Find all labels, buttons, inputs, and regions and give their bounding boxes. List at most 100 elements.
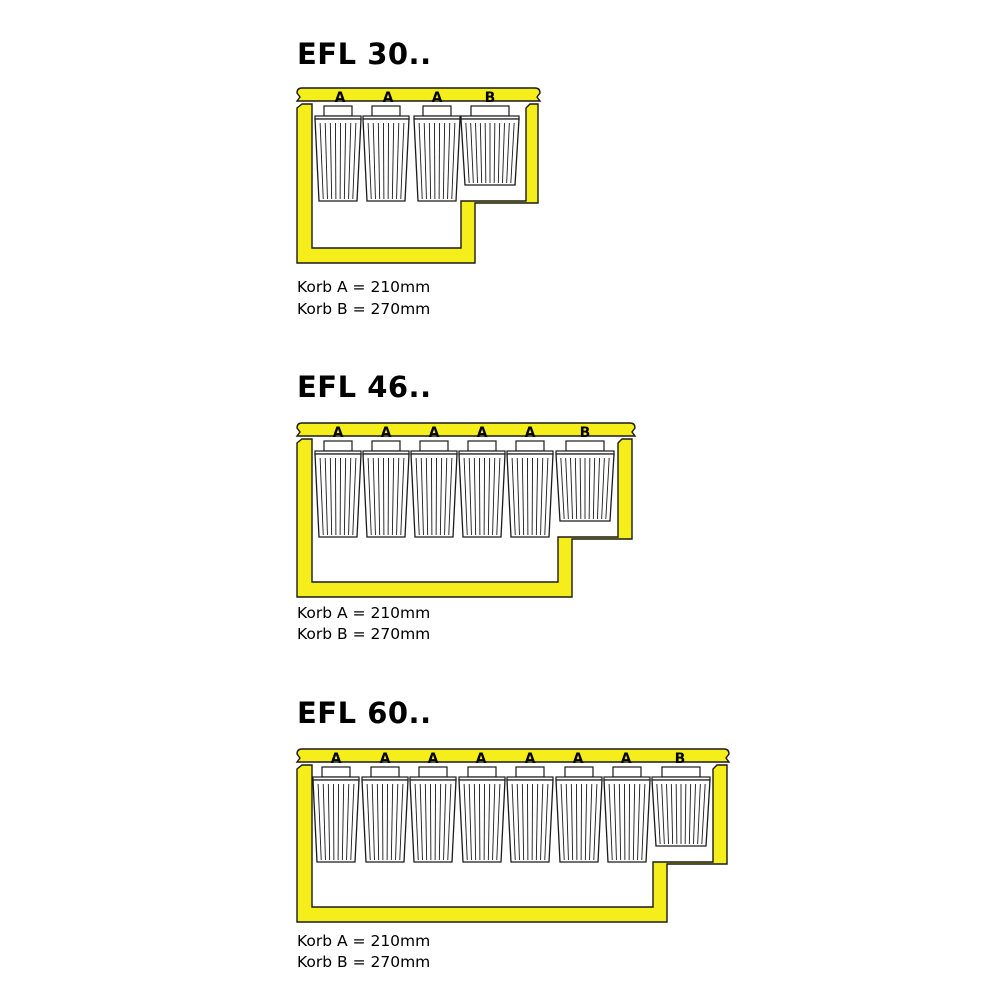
basket-rib — [597, 457, 600, 520]
basket-rib — [605, 457, 610, 520]
basket-rib — [540, 457, 544, 536]
basket-label: B — [485, 90, 496, 106]
basket-rib — [396, 122, 400, 200]
basket-rib — [415, 457, 420, 536]
basket-rib — [565, 457, 569, 520]
basket-rib — [341, 783, 345, 861]
basket-a — [410, 440, 458, 538]
basket-rib — [414, 783, 419, 861]
basket-rib — [324, 457, 328, 536]
basket-label: A — [621, 751, 632, 767]
basket-rib — [439, 457, 443, 536]
basket-a — [458, 440, 506, 538]
basket-a — [362, 105, 410, 202]
basket-rib — [372, 457, 376, 536]
basket-handle — [321, 766, 351, 778]
basket-rib — [484, 122, 487, 184]
basket-rib — [516, 783, 520, 861]
basket-label: A — [428, 751, 439, 767]
basket-handle — [418, 766, 448, 778]
basket-label: A — [525, 751, 536, 767]
basket-a — [314, 105, 362, 202]
basket-rib — [637, 783, 641, 861]
top-shelf-bar — [295, 748, 731, 763]
basket-rib — [613, 783, 617, 861]
basket-rib — [579, 457, 582, 520]
basket-rib — [510, 122, 515, 184]
basket-rib — [560, 457, 565, 520]
basket-rib — [492, 783, 496, 861]
basket-label: A — [383, 90, 394, 106]
basket-label: A — [476, 751, 487, 767]
basket-rib — [697, 783, 701, 845]
basket-rib — [544, 457, 549, 536]
basket-rib — [329, 122, 333, 200]
basket-rib — [348, 122, 352, 200]
basket-rib — [675, 783, 678, 845]
basket-rib — [570, 783, 574, 861]
basket-rib — [424, 783, 428, 861]
basket-rib — [399, 783, 404, 861]
basket-rib — [448, 457, 453, 536]
basket-rib — [470, 122, 474, 184]
basket-rib — [348, 457, 352, 536]
legend-line-a: Korb A = 210mm — [297, 932, 431, 950]
basket-rib — [584, 783, 588, 861]
basket-rib — [391, 122, 395, 200]
basket-a — [603, 766, 651, 863]
basket-handle — [370, 766, 400, 778]
basket-rib — [390, 783, 394, 861]
basket-rib — [511, 783, 516, 861]
basket-rib — [396, 457, 400, 536]
basket-a — [555, 766, 603, 863]
section-title: EFL 46.. — [297, 370, 432, 404]
basket-rib — [468, 457, 472, 536]
legend-line-b: Korb B = 270mm — [297, 953, 431, 971]
basket-label: A — [429, 425, 440, 441]
basket-a — [458, 766, 506, 863]
basket-rib — [319, 122, 324, 200]
basket-b — [651, 766, 711, 847]
basket-rib — [544, 783, 549, 861]
basket-rib — [443, 783, 447, 861]
basket-rib — [492, 457, 496, 536]
basket-rib — [588, 457, 591, 520]
basket-rib — [371, 783, 375, 861]
basket-rib — [327, 783, 331, 861]
basket-a — [506, 766, 554, 863]
basket-rib — [352, 122, 357, 200]
basket-label: A — [335, 90, 346, 106]
basket-rib — [502, 122, 505, 184]
basket-rib — [319, 457, 324, 536]
basket-a — [312, 766, 360, 863]
section-title: EFL 60.. — [297, 696, 432, 730]
basket-rib — [395, 783, 399, 861]
basket-rib — [506, 122, 510, 184]
basket-a — [314, 440, 362, 538]
basket-rib — [641, 783, 646, 861]
basket-rib — [343, 122, 347, 200]
basket-rib — [574, 457, 578, 520]
basket-rib — [350, 783, 355, 861]
basket-rib — [666, 783, 669, 845]
basket-rib — [656, 783, 661, 845]
basket-rib — [570, 457, 573, 520]
basket-b — [460, 105, 520, 186]
basket-label: B — [580, 425, 591, 441]
basket-a — [362, 440, 410, 538]
basket-rib — [418, 122, 423, 200]
basket-rib — [367, 457, 372, 536]
basket-b — [555, 440, 615, 522]
basket-rib — [593, 783, 598, 861]
basket-rib — [447, 783, 452, 861]
basket-label: A — [333, 425, 344, 441]
basket-rib — [565, 783, 569, 861]
legend-line-a: Korb A = 210mm — [297, 278, 431, 296]
basket-rib — [366, 783, 371, 861]
basket-rib — [468, 783, 472, 861]
basket-label: A — [573, 751, 584, 767]
basket-rib — [521, 457, 525, 536]
basket-rib — [346, 783, 350, 861]
